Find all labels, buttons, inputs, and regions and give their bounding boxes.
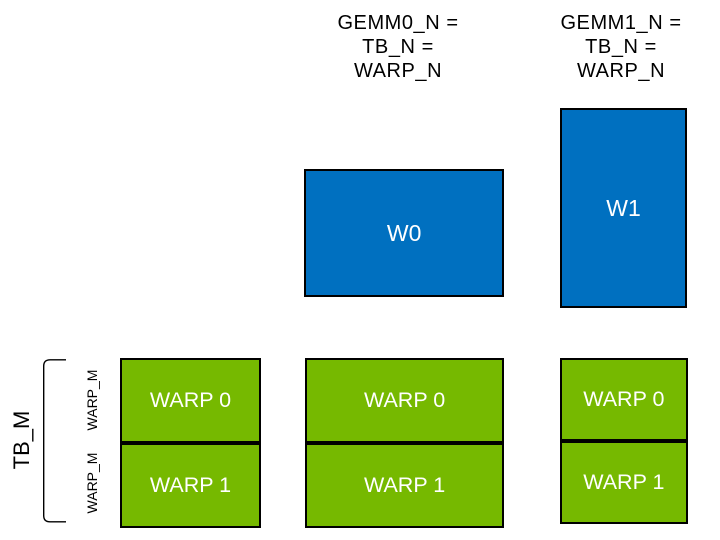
warp-divider bbox=[121, 440, 260, 445]
gemm1-label-line1: GEMM1_N = bbox=[560, 12, 682, 35]
warp1-label: WARP 1 bbox=[363, 472, 446, 497]
warp0-label: WARP 0 bbox=[583, 387, 665, 412]
tb-m-bracket bbox=[43, 359, 66, 523]
warp0-cell: WARP 0 bbox=[121, 360, 260, 441]
warp1-cell: WARP 1 bbox=[561, 443, 686, 522]
threadblock-tile-right: WARP 0 WARP 1 bbox=[559, 358, 688, 524]
warp-tile-w0-box: W0 bbox=[304, 169, 504, 298]
tb-m-axis-label: TB_M bbox=[9, 410, 34, 469]
threadblock-tile-middle: WARP 0 WARP 1 bbox=[304, 358, 505, 528]
gemm0-label-line3: WARP_N bbox=[353, 60, 443, 83]
warp0-cell: WARP 0 bbox=[306, 360, 503, 441]
gemm0-column-label: GEMM0_N = TB_N = WARP_N bbox=[278, 11, 518, 83]
gemm1-label-line3: WARP_N bbox=[576, 60, 666, 83]
warp-tile-w0-label: W0 bbox=[386, 219, 422, 246]
warp1-cell: WARP 1 bbox=[306, 444, 503, 526]
warp1-cell: WARP 1 bbox=[121, 444, 260, 526]
warp-tile-w1-box: W1 bbox=[559, 108, 688, 309]
warp-divider bbox=[306, 440, 503, 445]
gemm1-column-label: GEMM1_N = TB_N = WARP_N bbox=[501, 11, 720, 83]
warp-m-top-label: WARP_M bbox=[84, 369, 100, 431]
warp1-label: WARP 1 bbox=[149, 472, 232, 497]
gemm0-label-line1: GEMM0_N = bbox=[337, 12, 459, 35]
warp-tile-w1-label: W1 bbox=[606, 194, 641, 221]
warp1-label: WARP 1 bbox=[583, 470, 665, 495]
warp-m-bottom-label: WARP_M bbox=[84, 452, 100, 514]
gemm1-label-line2: TB_N = bbox=[585, 36, 657, 59]
bracket-path bbox=[43, 359, 66, 523]
warp-divider bbox=[561, 439, 686, 444]
gemm0-label-line2: TB_N = bbox=[362, 36, 434, 59]
warp0-label: WARP 0 bbox=[363, 388, 446, 413]
threadblock-tile-left: WARP 0 WARP 1 bbox=[119, 358, 262, 528]
warp0-cell: WARP 0 bbox=[561, 360, 686, 440]
warp0-label: WARP 0 bbox=[149, 388, 232, 413]
